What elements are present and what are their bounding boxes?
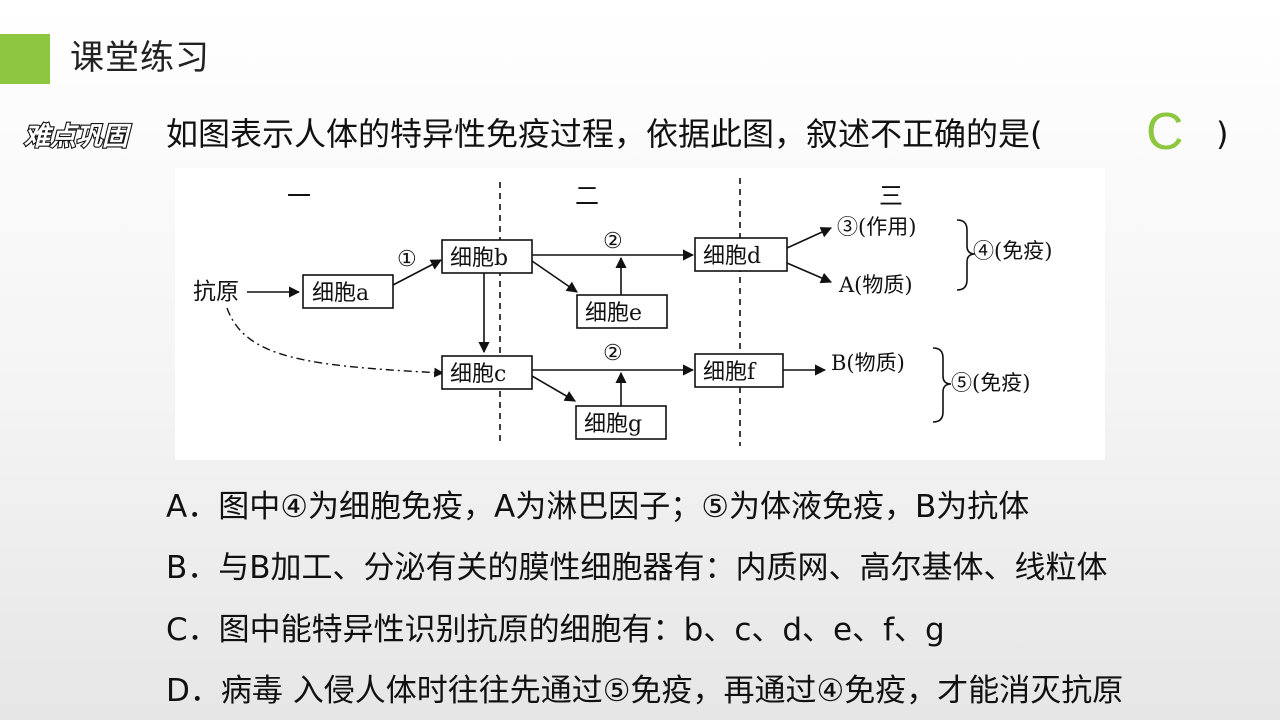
cell-c-box bbox=[441, 355, 533, 390]
stage-label-1: 一 bbox=[287, 182, 311, 210]
effect-3-label: ③(作用) bbox=[837, 215, 916, 239]
option-d: D．病毒 入侵人体时往往先通过⑤免疫，再通过④免疫，才能消灭抗原 bbox=[166, 673, 1124, 709]
option-a: A．图中④为细胞免疫，A为淋巴因子；⑤为体液免疫，B为抗体 bbox=[166, 489, 1030, 525]
cell-d-box bbox=[694, 237, 788, 272]
option-b: B．与B加工、分泌有关的膜性细胞器有：内质网、高尔基体、线粒体 bbox=[166, 550, 1108, 586]
cell-a-label: 细胞a bbox=[312, 281, 369, 306]
page-title: 课堂练习 bbox=[70, 38, 210, 78]
cell-f-label: 细胞f bbox=[703, 360, 757, 385]
header-accent-block bbox=[0, 34, 50, 84]
answer-letter: C bbox=[1146, 103, 1184, 161]
stage-label-3: 三 bbox=[879, 182, 903, 210]
cell-c-label: 细胞c bbox=[450, 362, 506, 387]
stage-label-2: 二 bbox=[575, 182, 599, 210]
cell-d-label: 细胞d bbox=[703, 244, 761, 269]
cell-b-box bbox=[441, 239, 533, 274]
arrow-d-to-substance-a bbox=[786, 262, 833, 284]
question-close-paren: ) bbox=[1216, 115, 1229, 153]
brace-bottom bbox=[932, 347, 952, 423]
step-2-bottom-label: ② bbox=[603, 341, 623, 366]
arrow-a-to-b bbox=[392, 259, 442, 286]
arrow-c-to-g bbox=[531, 375, 576, 402]
cell-f-box bbox=[694, 353, 784, 388]
brace-top bbox=[956, 219, 976, 291]
immunity-4-label: ④(免疫) bbox=[973, 239, 1052, 263]
cell-e-box bbox=[576, 294, 668, 329]
arrow-b-to-e bbox=[531, 260, 578, 293]
question-badge: 难点巩固 bbox=[23, 121, 133, 152]
option-c: C．图中能特异性识别抗原的细胞有：b、c、d、e、f、g bbox=[166, 612, 945, 648]
immune-process-diagram: 一 二 三 抗原 细胞a ① 细胞b ② 细胞e 细胞d ③(作用) A(物质) bbox=[175, 168, 1105, 460]
step-2-top-label: ② bbox=[603, 229, 623, 254]
arrow-d-to-effect bbox=[786, 227, 833, 249]
cell-g-label: 细胞g bbox=[584, 412, 642, 437]
substance-a-label: A(物质) bbox=[838, 273, 913, 297]
question-text: 如图表示人体的特异性免疫过程，依据此图，叙述不正确的是( bbox=[166, 115, 1043, 153]
cell-g-box bbox=[575, 405, 667, 440]
cell-a-box bbox=[302, 274, 394, 309]
immunity-5-label: ⑤(免疫) bbox=[951, 371, 1030, 395]
dashed-arrow-antigen-to-c bbox=[226, 307, 444, 378]
substance-b-label: B(物质) bbox=[831, 351, 905, 375]
diagram-canvas: 一 二 三 抗原 细胞a ① 细胞b ② 细胞e 细胞d ③(作用) A(物质) bbox=[193, 178, 1052, 446]
step-1-label: ① bbox=[397, 247, 417, 272]
cell-b-label: 细胞b bbox=[450, 246, 508, 271]
question-badge-text: 难点巩固 bbox=[24, 122, 132, 152]
cell-e-label: 细胞e bbox=[585, 301, 642, 326]
antigen-label: 抗原 bbox=[193, 279, 239, 305]
